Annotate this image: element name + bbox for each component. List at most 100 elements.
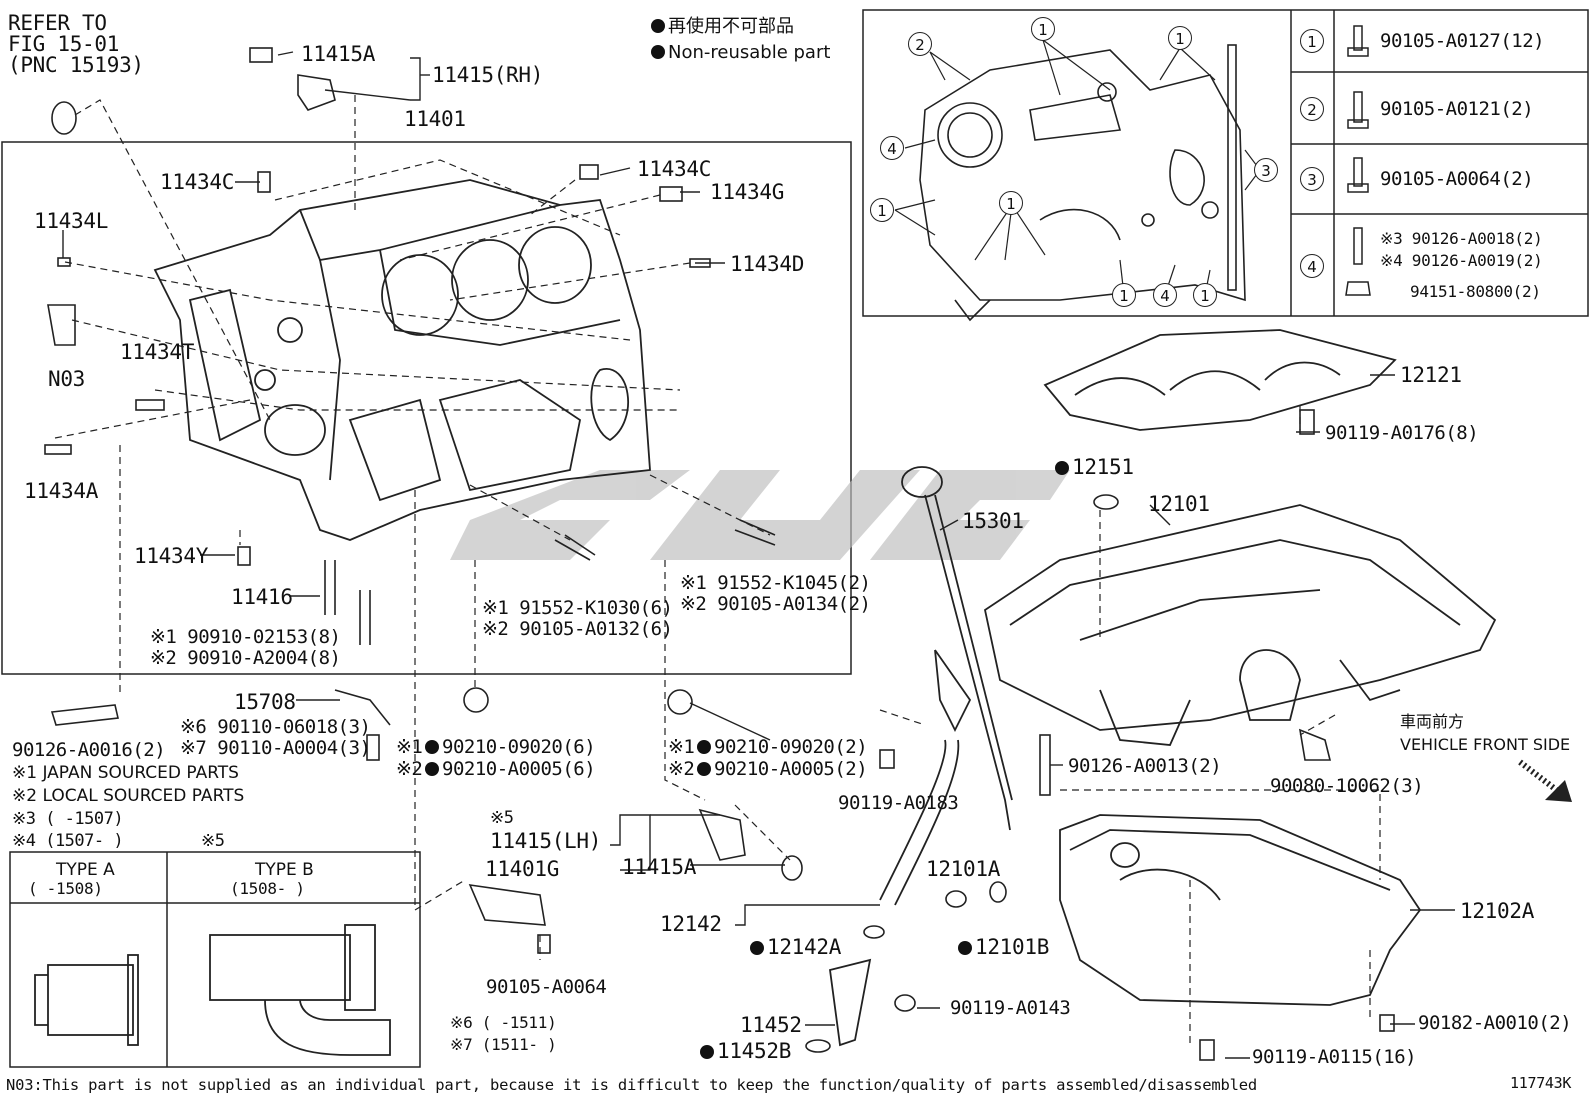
refer-line-3: (PNC 15193) [8,53,144,77]
label-bolt-90105-A0132[interactable]: ※2 90105-A0132(6) [482,618,673,640]
inset-callout-1b: 1 [1168,26,1192,50]
label-bolt-90105-A0134[interactable]: ※2 90105-A0134(2) [680,593,871,615]
label-12101[interactable]: 12101 [1148,492,1210,516]
label-12151[interactable]: 12151 [1055,456,1134,478]
bolt-part-3[interactable]: 90105-A0064(2) [1380,168,1534,190]
leader-lines [54,95,1381,1045]
label-bolt-90910-02153[interactable]: ※1 90910-02153(8) [150,626,341,648]
inset-callout-1c: 1 [870,198,894,222]
dipstick-and-guide [829,466,1013,1047]
type-drawings [34,924,391,1056]
watermark-logo [450,470,1070,560]
label-90126-A0016[interactable]: 90126-A0016(2) [12,739,166,761]
label-90105-A0064[interactable]: 90105-A0064 [486,976,607,998]
washer-note-2: ※2 [396,758,423,780]
note-5-b: ※5 [490,808,514,828]
type-b-range: (1508- ) [230,879,305,898]
inset-callout-4a: 4 [880,136,904,160]
label-11415A-top[interactable]: 11415A [301,42,376,66]
label-90126-A0013[interactable]: 90126-A0013(2) [1068,755,1222,777]
type-a-range: ( -1508) [28,879,103,898]
label-90119-A0183[interactable]: 90119-A0183 [838,792,959,814]
legend-jp: 再使用不可部品 [651,17,794,37]
label-90210-09020-6[interactable]: 90210-09020(6) [425,737,596,757]
label-90119-A0115[interactable]: 90119-A0115(16) [1252,1046,1417,1068]
bolt-num-3: 3 [1300,167,1324,191]
label-N03[interactable]: N03 [48,367,86,391]
washer-note-3: ※1 [668,736,695,758]
label-bolt-91552-K1045[interactable]: ※1 91552-K1045(2) [680,572,871,594]
label-11415A-lh[interactable]: 11415A [622,855,697,879]
label-11434A[interactable]: 11434A [24,479,99,503]
small-parts [44,47,1395,1061]
label-11401[interactable]: 11401 [404,107,466,131]
washer-note-1: ※1 [396,736,423,758]
label-15301[interactable]: 15301 [962,509,1024,533]
vehicle-front-jp: 車両前方 [1400,712,1465,731]
label-bolt-91552-K1030[interactable]: ※1 91552-K1030(6) [482,597,673,619]
oil-pan-upper [983,504,1497,746]
inset-callout-lines [894,39,1261,296]
solid-leaders [62,51,1455,1059]
label-12142[interactable]: 12142 [660,912,722,936]
note-7: ※7 (1511- ) [450,1035,557,1054]
bolt-part-4c[interactable]: 94151-80800(2) [1410,282,1541,301]
label-11434T[interactable]: 11434T [120,340,195,364]
bolt-num-2: 2 [1300,97,1324,121]
refer-line-2: FIG 15-01 [8,32,120,56]
label-11434L[interactable]: 11434L [34,209,109,233]
type-a-title: TYPE A [56,860,115,880]
note-japan-sourced: ※1 JAPAN SOURCED PARTS [12,763,239,783]
washer-note-4: ※2 [668,758,695,780]
label-11434C-a[interactable]: 11434C [160,170,235,194]
bolt-part-1[interactable]: 90105-A0127(12) [1380,30,1545,52]
figure-id: 117743K [1510,1074,1572,1092]
label-11452B[interactable]: 11452B [700,1040,791,1062]
label-90210-09020-2[interactable]: 90210-09020(2) [697,737,868,757]
timing-cover-drawing [919,44,1246,322]
bolt-num-1: 1 [1300,29,1324,53]
label-11452[interactable]: 11452 [740,1013,802,1037]
label-15708[interactable]: 15708 [234,690,296,714]
inset-callout-1e: 1 [1112,283,1136,307]
label-11434Y[interactable]: 11434Y [134,544,209,568]
note-local-sourced: ※2 LOCAL SOURCED PARTS [12,786,245,806]
label-90210-A0005-2[interactable]: 90210-A0005(2) [697,759,868,779]
label-11415RH[interactable]: 11415(RH) [432,63,544,87]
note-4: ※4 (1507- ) [12,831,124,851]
label-12101B[interactable]: 12101B [958,936,1049,958]
label-90119-A0176[interactable]: 90119-A0176(8) [1325,422,1479,444]
note-6: ※6 ( -1511) [450,1013,557,1032]
label-90080-10062[interactable]: 90080-10062(3) [1270,775,1424,797]
inset-callout-1f: 1 [1193,283,1217,307]
label-11434D[interactable]: 11434D [730,252,805,276]
vehicle-front-arrow [1518,759,1572,802]
label-11415LH[interactable]: 11415(LH) [490,829,602,853]
label-11401G[interactable]: 11401G [485,857,560,881]
label-90182-A0010[interactable]: 90182-A0010(2) [1418,1012,1572,1034]
bolt-location-inset [862,9,1589,317]
label-11416[interactable]: 11416 [231,585,293,609]
label-12142A[interactable]: 12142A [750,936,841,958]
label-12101A[interactable]: 12101A [926,857,1001,881]
inset-callout-2: 2 [908,32,932,56]
label-11434G[interactable]: 11434G [710,180,785,204]
inset-callout-4b: 4 [1153,283,1177,307]
vehicle-front-en: VEHICLE FRONT SIDE [1400,735,1571,754]
label-12121[interactable]: 12121 [1400,363,1462,387]
label-90119-A0143[interactable]: 90119-A0143 [950,997,1071,1019]
bolt-part-4a[interactable]: ※3 90126-A0018(2) [1380,229,1543,248]
cylinder-block-drawing [153,179,651,541]
oil-pan-lower [1059,814,1422,1006]
label-11434C-b[interactable]: 11434C [637,157,712,181]
bolt-part-4b[interactable]: ※4 90126-A0019(2) [1380,251,1543,270]
label-90210-A0005-6[interactable]: 90210-A0005(6) [425,759,596,779]
label-90110-06018[interactable]: ※6 90110-06018(3) [180,716,371,738]
label-90110-A0004[interactable]: ※7 90110-A0004(3) [180,737,371,759]
label-12102A[interactable]: 12102A [1460,899,1535,923]
label-bolt-90910-A2004[interactable]: ※2 90910-A2004(8) [150,647,341,669]
bolt-part-2[interactable]: 90105-A0121(2) [1380,98,1534,120]
inset-callout-1d: 1 [999,191,1023,215]
bolt-num-4: 4 [1300,254,1324,278]
